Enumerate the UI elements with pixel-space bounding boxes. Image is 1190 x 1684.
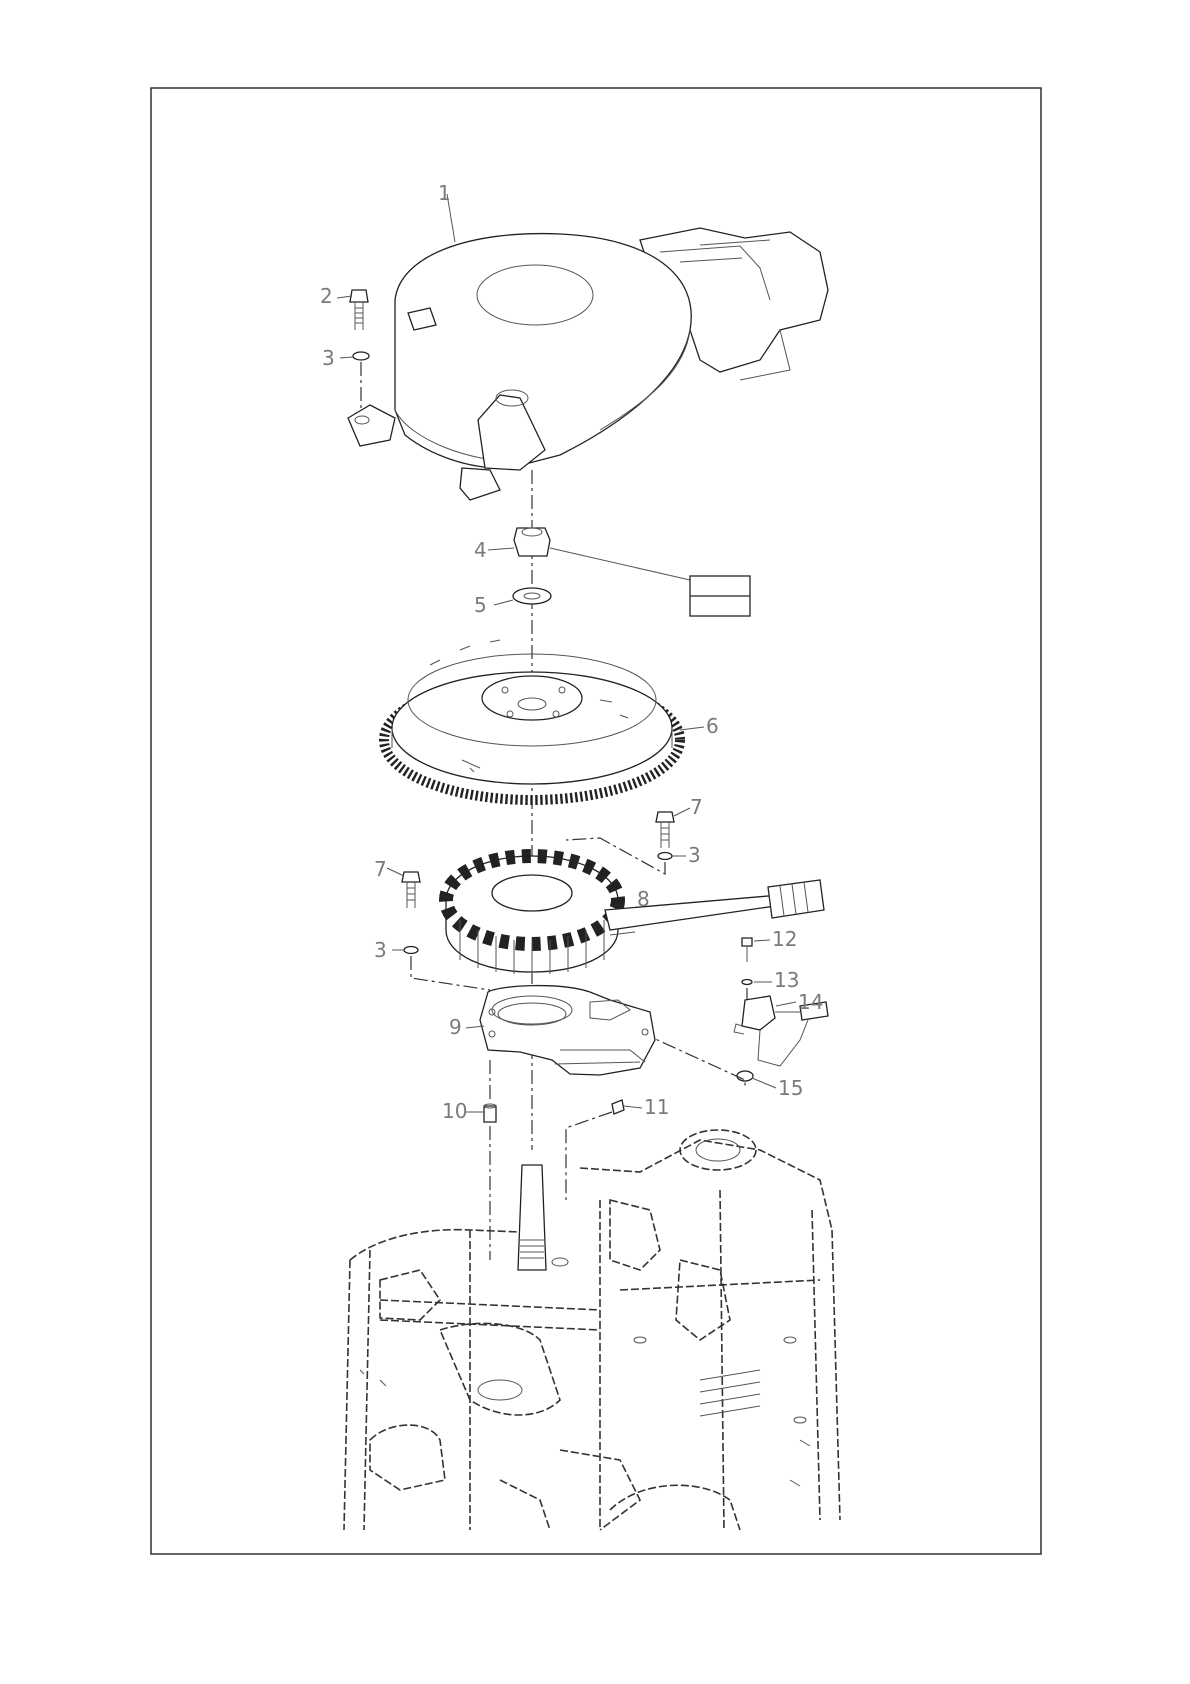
callout-4: 4 (474, 538, 487, 562)
callout-2: 2 (320, 284, 333, 308)
callout-7-left: 7 (374, 857, 387, 881)
callout-3-top: 3 (322, 346, 335, 370)
callout-13: 13 (774, 968, 799, 992)
callout-1: 1 (438, 181, 451, 205)
key-11 (566, 1100, 642, 1200)
flywheel-6 (384, 640, 704, 800)
screw-12 (742, 938, 770, 962)
callout-5: 5 (474, 593, 487, 617)
callout-3-right: 3 (688, 843, 701, 867)
callout-10: 10 (442, 1099, 467, 1123)
callout-8: 8 (637, 887, 650, 911)
callout-15: 15 (778, 1076, 803, 1100)
callout-6: 6 (706, 714, 719, 738)
flywheel-cover (348, 194, 828, 500)
crankcase-block (344, 1130, 840, 1530)
callout-11: 11 (644, 1095, 669, 1119)
callout-12: 12 (772, 927, 797, 951)
stator-8 (446, 856, 824, 974)
bolt-7-right (656, 808, 690, 848)
callout-7-right: 7 (690, 795, 703, 819)
callout-3-left: 3 (374, 938, 387, 962)
callout-9: 9 (449, 1015, 462, 1039)
nut-4 (488, 528, 690, 580)
bolt-7-left (387, 868, 420, 908)
bolt-2 (337, 290, 368, 330)
base-plate-9 (466, 986, 655, 1075)
clamp-15 (640, 1032, 776, 1088)
spec-box (690, 576, 750, 616)
callout-14: 14 (798, 990, 823, 1014)
washer-3-top (340, 352, 369, 410)
washer-5 (494, 588, 551, 605)
